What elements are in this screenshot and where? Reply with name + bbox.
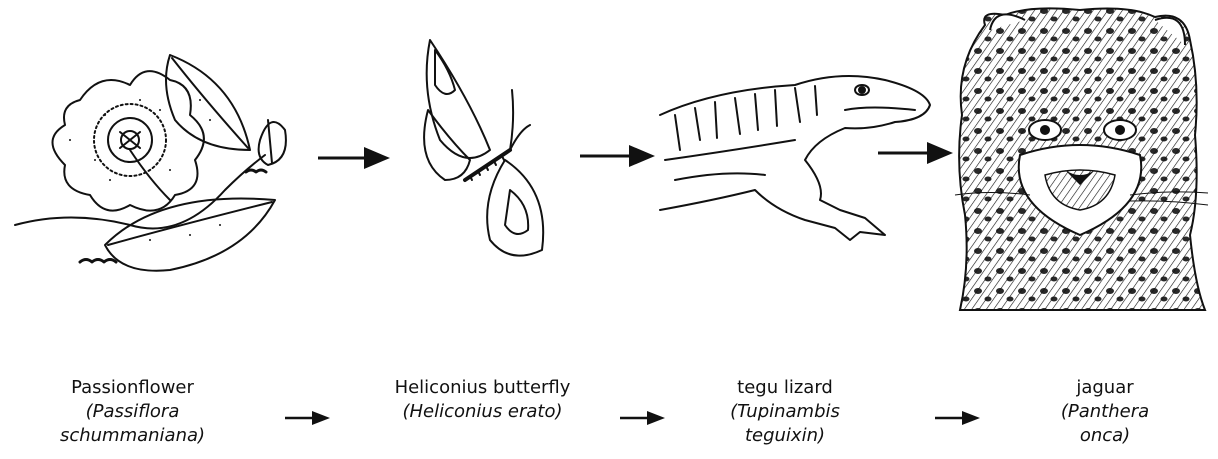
scientific-name-line1: (Panthera: [1045, 400, 1165, 424]
arrow-icon: [285, 410, 330, 426]
scientific-name-line1: (Tupinambis: [700, 400, 870, 424]
arrow-icon: [878, 140, 953, 166]
arrow-icon: [620, 410, 665, 426]
butterfly-icon: [410, 30, 550, 270]
scientific-name-line2: teguixin): [700, 424, 870, 448]
organism-caption: tegu lizard (Tupinambis teguixin): [700, 376, 870, 448]
common-name: Heliconius butterfly: [370, 376, 595, 400]
arrow-icon: [318, 145, 390, 171]
common-name: jaguar: [1045, 376, 1165, 400]
common-name: Passionflower: [40, 376, 225, 400]
organism-caption: jaguar (Panthera onca): [1045, 376, 1165, 448]
organism-caption: Heliconius butterfly (Heliconius erato): [370, 376, 595, 424]
arrow-icon: [580, 143, 655, 169]
jaguar-icon: [950, 5, 1210, 315]
organism-caption: Passionflower (Passiflora schummaniana): [40, 376, 225, 448]
arrow-icon: [935, 410, 980, 426]
scientific-name-line2: onca): [1045, 424, 1165, 448]
scientific-name-line2: schummaniana): [40, 424, 225, 448]
scientific-name-line1: (Passiflora: [40, 400, 225, 424]
scientific-name-line1: (Heliconius erato): [370, 400, 595, 424]
common-name: tegu lizard: [700, 376, 870, 400]
passionflower-icon: [10, 40, 300, 280]
